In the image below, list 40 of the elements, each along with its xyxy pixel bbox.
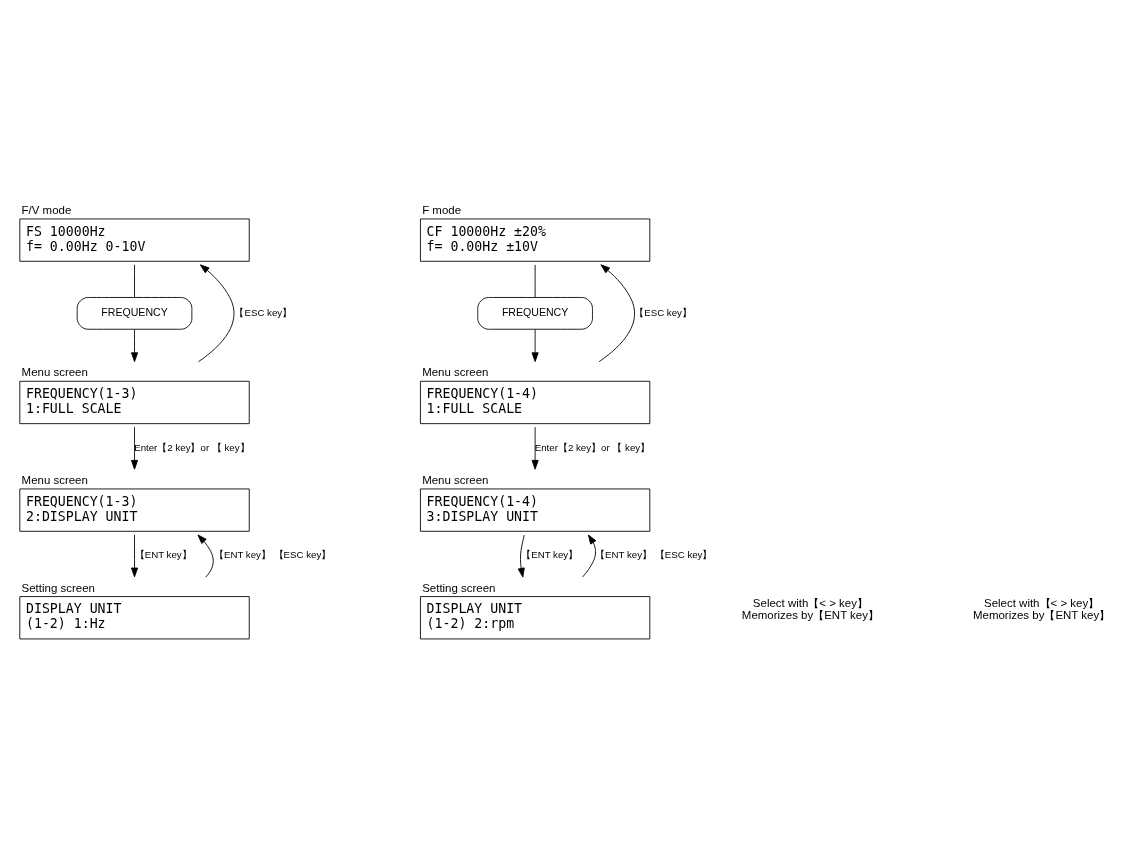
label: Select with【< > key】 Memorizes by【ENT key】 xyxy=(973,596,1111,621)
node-label: Menu screen xyxy=(422,365,489,378)
node-label: Menu screen xyxy=(21,473,88,486)
arrow xyxy=(197,534,214,578)
node-box: FREQUENCY(1-4) 1:FULL SCALE xyxy=(419,380,651,424)
label: Select with【< > key】 Memorizes by【ENT key】 xyxy=(741,596,879,621)
node-label: Setting screen xyxy=(21,581,95,594)
edge-label: 【ENT key】 xyxy=(521,548,579,560)
arrow xyxy=(131,328,139,362)
node-box: FS 10000Hz f= 0.00Hz 0-10V xyxy=(19,218,250,262)
edge-label: Enter【2 key】or 【 key】 xyxy=(534,441,651,453)
arrow xyxy=(531,328,539,362)
connector xyxy=(534,263,536,298)
edge-label: 【ESC key】 xyxy=(634,306,692,318)
connector xyxy=(134,263,135,298)
arrow xyxy=(598,263,635,362)
node-box: DISPLAY UNIT (1-2) 2:rpm xyxy=(419,595,651,639)
arrow xyxy=(131,426,139,470)
node-label: Menu screen xyxy=(21,365,88,378)
node-box: FREQUENCY xyxy=(76,296,193,330)
node-box: FREQUENCY xyxy=(477,296,593,330)
node-label: Menu screen xyxy=(422,473,489,486)
node-label: F mode xyxy=(422,203,462,216)
edge-label: Enter【2 key】or 【 key】 xyxy=(134,441,250,453)
node-box: CF 10000Hz ±20% f= 0.00Hz ±10V xyxy=(419,218,651,262)
arrow xyxy=(131,533,139,577)
node-label: F/V mode xyxy=(21,203,72,216)
edge-label: 【ESC key】 xyxy=(234,306,293,318)
arrow xyxy=(531,426,539,470)
edge-label: 【ENT key】 【ESC key】 xyxy=(213,548,332,560)
arrow xyxy=(517,534,525,578)
arrow xyxy=(198,263,235,362)
edge-label: 【ENT key】 【ESC key】 xyxy=(595,548,713,560)
arrow xyxy=(582,534,597,577)
node-box: FREQUENCY(1-4) 3:DISPLAY UNIT xyxy=(419,488,651,532)
node-box: FREQUENCY(1-3) 2:DISPLAY UNIT xyxy=(19,488,250,532)
edge-label: 【ENT key】 xyxy=(134,548,192,560)
node-box: DISPLAY UNIT (1-2) 1:Hz xyxy=(19,595,250,639)
node-label: Setting screen xyxy=(422,581,496,594)
node-box: FREQUENCY(1-3) 1:FULL SCALE xyxy=(19,380,250,424)
